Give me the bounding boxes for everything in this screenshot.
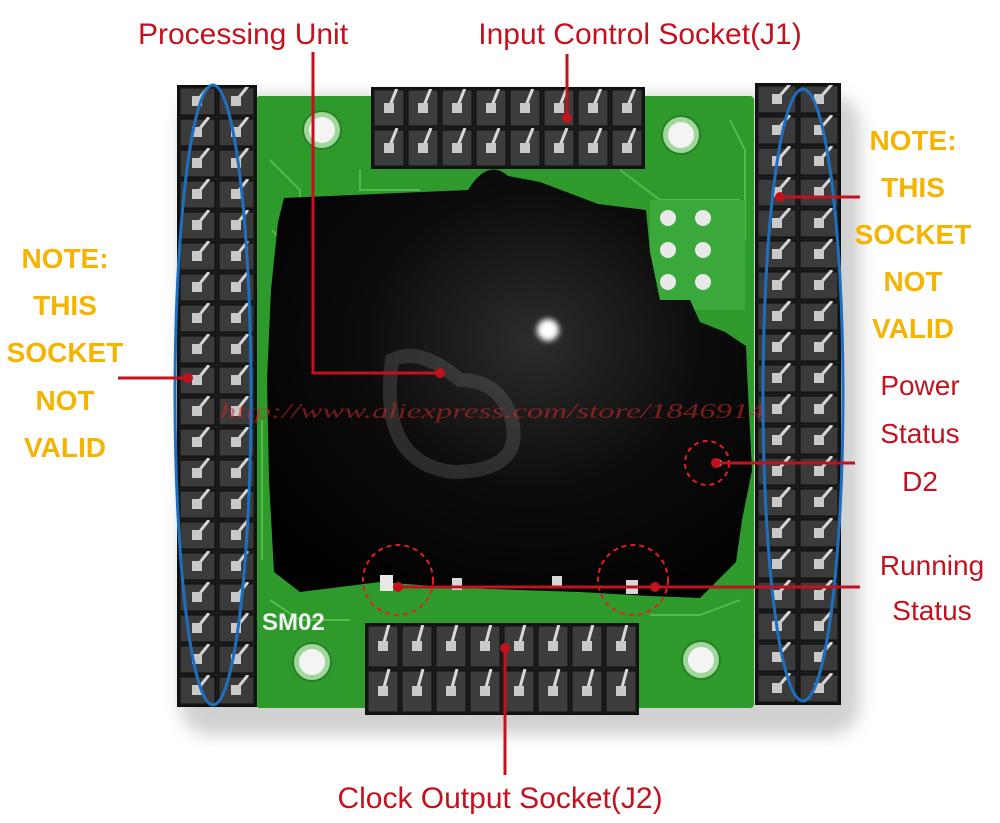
pad [695,210,711,226]
bottom-pin-header-j2 [365,623,639,715]
pad [695,274,711,290]
epoxy-blob-processor [267,169,752,598]
running-status-leader-dot-left [393,582,403,592]
epoxy-reflection [382,349,521,480]
top-pin-header-j1 [371,87,645,169]
running-status-leader-dot-right [650,582,660,592]
right-note-line: THIS [881,172,945,203]
right-note: NOTE: THIS SOCKET NOT VALID [855,125,972,344]
left-socket-highlight [173,83,253,707]
left-note-leader-dot [183,373,193,383]
power-status-line: Status [880,418,959,449]
running-status-marker-right [597,544,669,616]
smd-part [552,576,562,588]
processing-unit-leader [311,52,440,375]
right-note-line: NOTE: [869,125,956,156]
left-note: NOTE: THIS SOCKET NOT VALID [7,243,124,463]
clock-output-socket-label: Clock Output Socket(J2) [337,782,662,815]
left-note-line: SOCKET [7,337,124,368]
exposed-pad-grid [650,200,745,310]
left-pin-header [177,85,257,707]
running-status-marker-left [362,544,434,616]
running-status-line: Status [892,595,971,626]
mounting-hole-bottom-right-inner [688,647,714,673]
right-note-line: SOCKET [855,219,972,250]
running-status-label: Running Status [880,550,984,626]
left-note-line: NOTE: [21,243,108,274]
clock-socket-leader-dot [500,643,510,653]
pad [695,242,711,258]
board-silkscreen: SM02 [262,609,325,636]
pad [660,210,676,226]
power-status-leader-dot [711,458,721,468]
epoxy-glint [537,319,559,341]
annotations: Processing Unit Input Control Socket(J1)… [7,18,985,815]
status-led-running [380,575,393,591]
watermark: http://www.aliexpress.com/store/1846914 [220,399,766,423]
power-status-line: D2 [902,466,938,497]
right-note-line: NOT [883,266,942,297]
processing-unit-leader-dot [435,368,445,378]
right-socket-highlight [761,87,845,703]
right-note-leader-dot [775,192,785,202]
right-pin-header [755,83,841,705]
input-socket-leader-dot [562,113,572,123]
left-note-line: THIS [33,290,97,321]
pcb-module: SM02 http://www.aliexpress.com/store/184… [177,83,841,715]
processing-unit-label: Processing Unit [138,18,349,51]
left-note-line: NOT [35,385,94,416]
right-note-line: VALID [872,313,954,344]
smd-part [452,578,462,590]
mounting-hole-top-right-inner [668,122,694,148]
mounting-hole-top-left-inner [309,117,335,143]
input-control-socket-label: Input Control Socket(J1) [478,18,801,51]
power-status-line: Power [880,370,959,401]
pad [660,242,676,258]
running-status-line: Running [880,550,984,581]
mounting-hole-bottom-left-inner [299,649,325,675]
pad [660,274,676,290]
power-status-label: Power Status D2 [880,370,959,497]
left-note-line: VALID [24,432,106,463]
